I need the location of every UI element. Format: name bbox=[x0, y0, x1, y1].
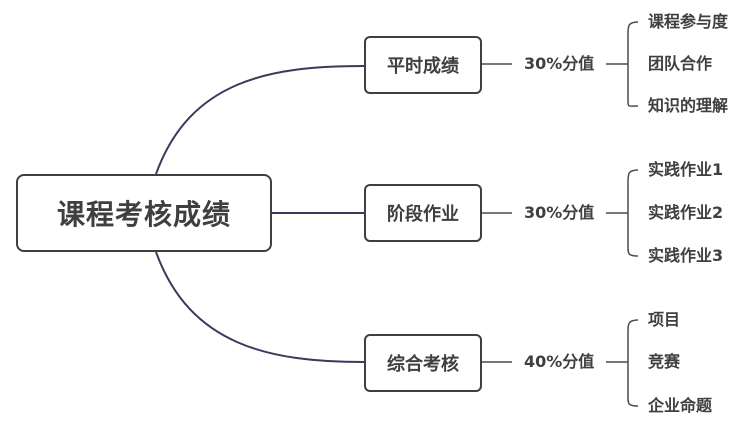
branch-3-weight: 40%分值 bbox=[524, 352, 595, 371]
branch-3-item-3: 企业命题 bbox=[648, 396, 713, 415]
branch-1-item-1: 课程参与度 bbox=[648, 12, 729, 31]
branch-2-item-3: 实践作业3 bbox=[648, 246, 724, 265]
branch-node-2: 阶段作业 bbox=[364, 184, 482, 242]
branch-1-item-2: 团队合作 bbox=[648, 54, 713, 73]
connector-root-branch-3 bbox=[155, 251, 365, 363]
branch-node-1: 平时成绩 bbox=[364, 36, 482, 94]
root-node: 课程考核成绩 bbox=[16, 174, 272, 252]
bracket-branch-1 bbox=[627, 21, 639, 107]
bracket-branch-3 bbox=[627, 319, 639, 407]
branch-1-weight: 30%分值 bbox=[524, 54, 595, 73]
bracket-branch-2 bbox=[627, 169, 639, 257]
branch-2-item-1: 实践作业1 bbox=[648, 160, 724, 179]
connector-root-branch-1 bbox=[155, 65, 365, 175]
branch-3-item-2: 竞赛 bbox=[648, 352, 681, 371]
branch-2-weight: 30%分值 bbox=[524, 203, 595, 222]
branch-node-3: 综合考核 bbox=[364, 334, 482, 392]
branch-2-item-2: 实践作业2 bbox=[648, 203, 724, 222]
branch-1-item-3: 知识的理解 bbox=[648, 96, 729, 115]
branch-3-item-1: 项目 bbox=[648, 310, 681, 329]
